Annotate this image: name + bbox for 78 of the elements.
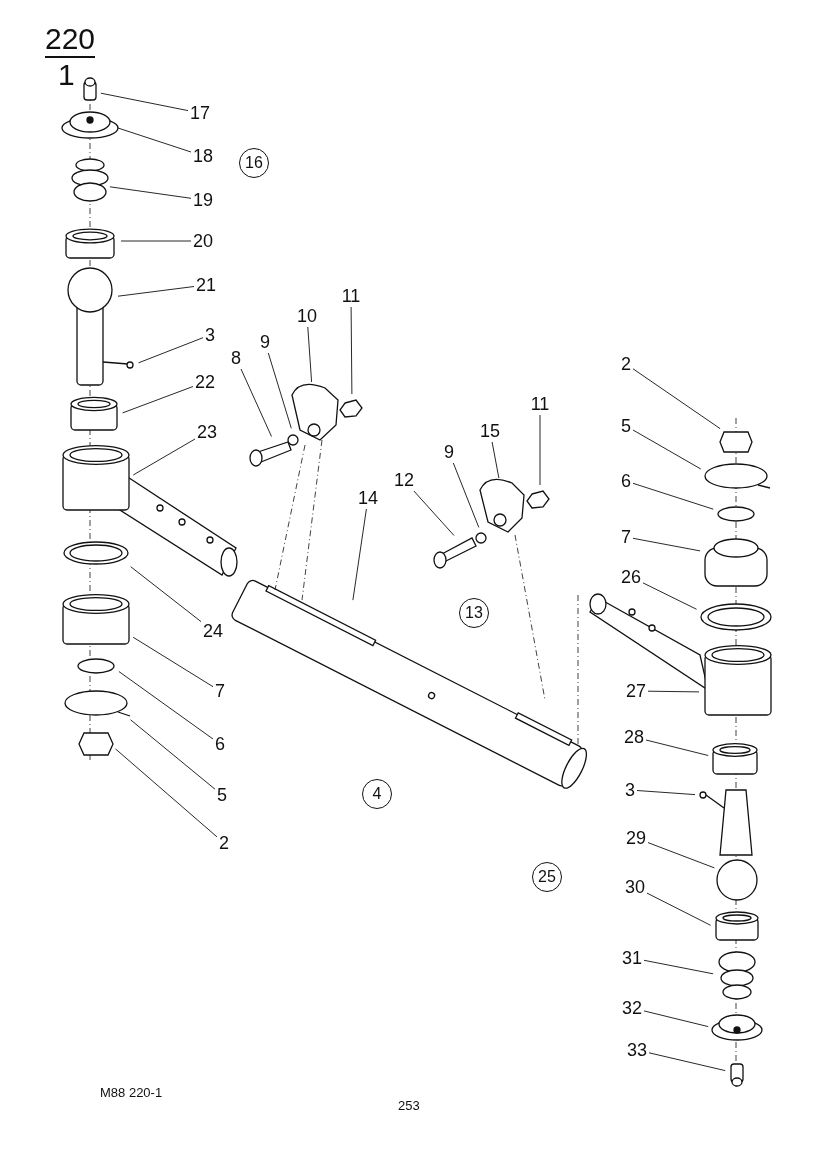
callout-number: 31 xyxy=(622,948,642,968)
leader-line xyxy=(632,537,701,552)
callout-number: 9 xyxy=(444,442,454,462)
leader-line xyxy=(130,566,202,623)
callout-number: 3 xyxy=(625,780,635,800)
callout-number: 11 xyxy=(341,286,361,306)
callout-number: 18 xyxy=(193,146,213,166)
callout-number: 11 xyxy=(530,394,550,414)
callout-number: 30 xyxy=(625,877,645,897)
callout-number: 33 xyxy=(627,1040,647,1060)
drawing-number: M88 220-1 xyxy=(100,1085,163,1100)
callout-number: 10 xyxy=(297,306,317,326)
leader-line xyxy=(118,671,214,740)
callout-number: 9 xyxy=(260,332,270,352)
callout-number: 24 xyxy=(203,621,223,641)
leader-line xyxy=(539,414,541,486)
leader-line xyxy=(138,337,204,364)
callout-number: 7 xyxy=(215,681,225,701)
leader-line xyxy=(117,286,195,297)
fraction-numerator: 220 xyxy=(45,22,96,58)
leader-line xyxy=(352,508,367,601)
leader-line xyxy=(413,490,455,536)
leader-line xyxy=(643,1010,709,1028)
leader-line xyxy=(132,438,196,476)
callout-number: 12 xyxy=(394,470,414,490)
callout-number: 20 xyxy=(193,231,213,251)
leader-line xyxy=(647,842,715,869)
assembly-number: 16 xyxy=(239,148,269,178)
callout-number: 6 xyxy=(215,734,225,754)
callout-number: 19 xyxy=(193,190,213,210)
leader-line xyxy=(267,352,292,429)
leader-line xyxy=(115,748,218,838)
callout-number: 14 xyxy=(358,488,378,508)
callout-number: 32 xyxy=(622,998,642,1018)
leader-line xyxy=(632,482,714,510)
leader-line xyxy=(647,690,700,693)
leader-line xyxy=(632,429,702,470)
leader-line xyxy=(122,386,194,414)
leader-line xyxy=(491,441,500,479)
leader-line xyxy=(120,240,192,242)
callout-number: 5 xyxy=(621,416,631,436)
leader-line xyxy=(350,306,353,395)
callout-number: 29 xyxy=(626,828,646,848)
callout-number: 15 xyxy=(480,421,500,441)
leader-line xyxy=(132,636,214,688)
assembly-number: 13 xyxy=(459,598,489,628)
fraction-denominator: 1 xyxy=(58,58,75,92)
leader-line xyxy=(643,959,714,975)
leader-line xyxy=(632,368,721,430)
callout-number: 5 xyxy=(217,785,227,805)
callout-number: 6 xyxy=(621,471,631,491)
callout-number: 3 xyxy=(205,325,215,345)
leader-line xyxy=(307,326,313,383)
callout-number: 8 xyxy=(231,348,241,368)
assembly-number: 25 xyxy=(532,862,562,892)
leader-line xyxy=(648,1052,726,1072)
leader-line xyxy=(452,462,480,528)
assembly-number: 4 xyxy=(362,779,392,809)
leader-line xyxy=(240,368,272,437)
leader-line xyxy=(130,719,216,790)
callout-number: 27 xyxy=(626,681,646,701)
leader-line xyxy=(646,892,712,926)
callout-number: 2 xyxy=(219,833,229,853)
leader-line xyxy=(636,790,696,796)
callout-number: 23 xyxy=(197,422,217,442)
callout-number: 7 xyxy=(621,527,631,547)
leader-line xyxy=(645,739,709,756)
callout-number: 26 xyxy=(621,567,641,587)
leader-line xyxy=(642,582,698,610)
page-number: 253 xyxy=(398,1098,420,1113)
leader-line xyxy=(100,92,189,112)
callout-number: 21 xyxy=(196,275,216,295)
leader-line xyxy=(109,186,192,199)
callout-number: 2 xyxy=(621,354,631,374)
leader-line xyxy=(117,127,192,153)
callout-number: 22 xyxy=(195,372,215,392)
callout-number: 17 xyxy=(190,103,210,123)
callout-number: 28 xyxy=(624,727,644,747)
